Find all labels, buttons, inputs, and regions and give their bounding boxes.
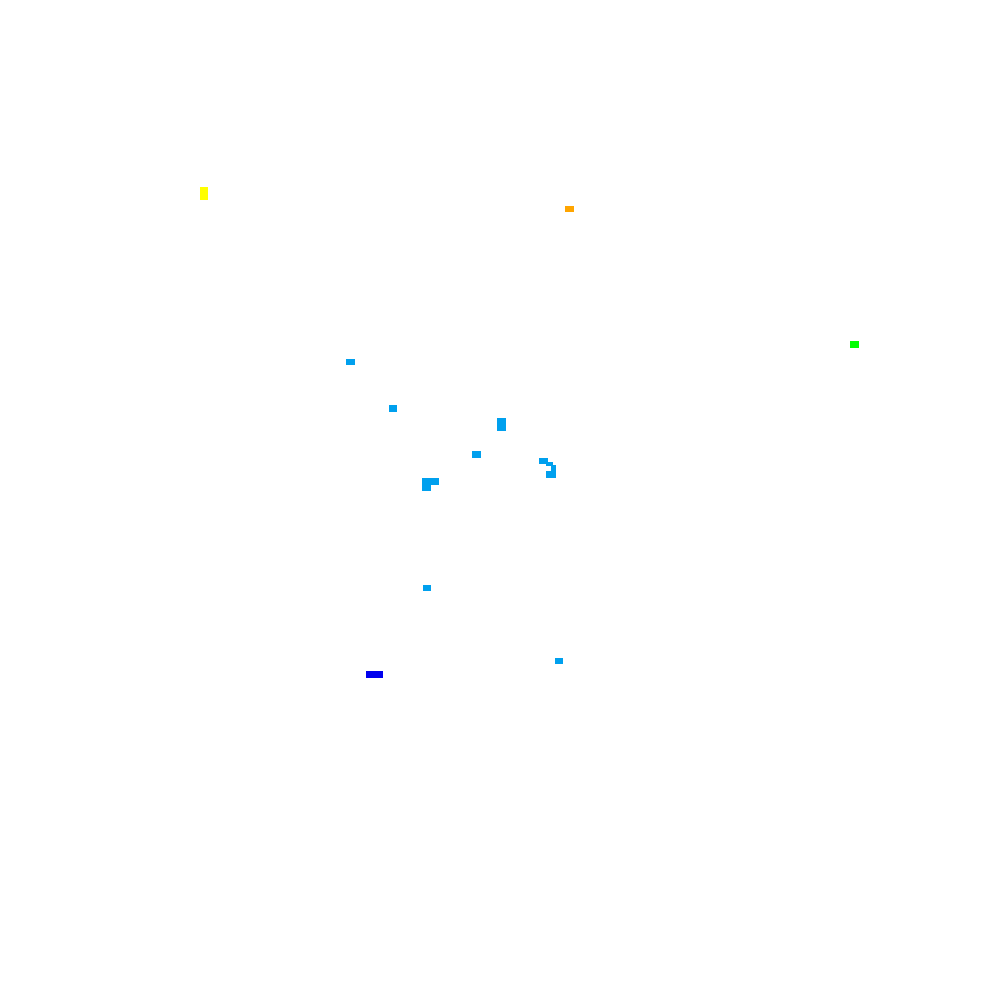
- cyan-blob-9: [555, 658, 563, 664]
- yellow-blob-segment-1: [200, 187, 208, 200]
- cyan-blob-9-segment-1: [555, 658, 563, 664]
- cyan-blob-2: [389, 405, 397, 412]
- yellow-blob: [200, 187, 208, 200]
- cyan-blob-2-segment-1: [389, 405, 397, 412]
- cyan-blob-5-segment-1: [539, 458, 548, 464]
- green-blob-segment-1: [850, 341, 859, 348]
- cyan-blob-4: [472, 451, 481, 458]
- cyan-blob-7: [422, 478, 439, 491]
- orange-blob-segment-1: [565, 206, 574, 212]
- cyan-blob-6-segment-1: [546, 471, 556, 478]
- blue-blob-segment-1: [366, 671, 383, 678]
- cyan-blob-3: [497, 418, 506, 431]
- cyan-blob-4-segment-1: [472, 451, 481, 458]
- cyan-blob-8: [423, 585, 431, 591]
- cyan-blob-1: [346, 359, 355, 365]
- blob-layer: [200, 187, 859, 678]
- cyan-blob-6: [546, 471, 556, 478]
- cyan-blob-7-segment-1: [422, 478, 439, 485]
- cyan-blob-5-segment-3: [551, 465, 556, 471]
- orange-blob: [565, 206, 574, 212]
- blue-blob: [366, 671, 383, 678]
- cyan-blob-8-segment-1: [423, 585, 431, 591]
- cyan-blob-1-segment-1: [346, 359, 355, 365]
- cyan-blob-3-segment-1: [497, 418, 506, 431]
- cyan-blob-5: [539, 458, 556, 471]
- green-blob: [850, 341, 859, 348]
- cyan-blob-7-segment-2: [422, 484, 431, 491]
- cyan-blob-5-segment-2: [546, 462, 553, 466]
